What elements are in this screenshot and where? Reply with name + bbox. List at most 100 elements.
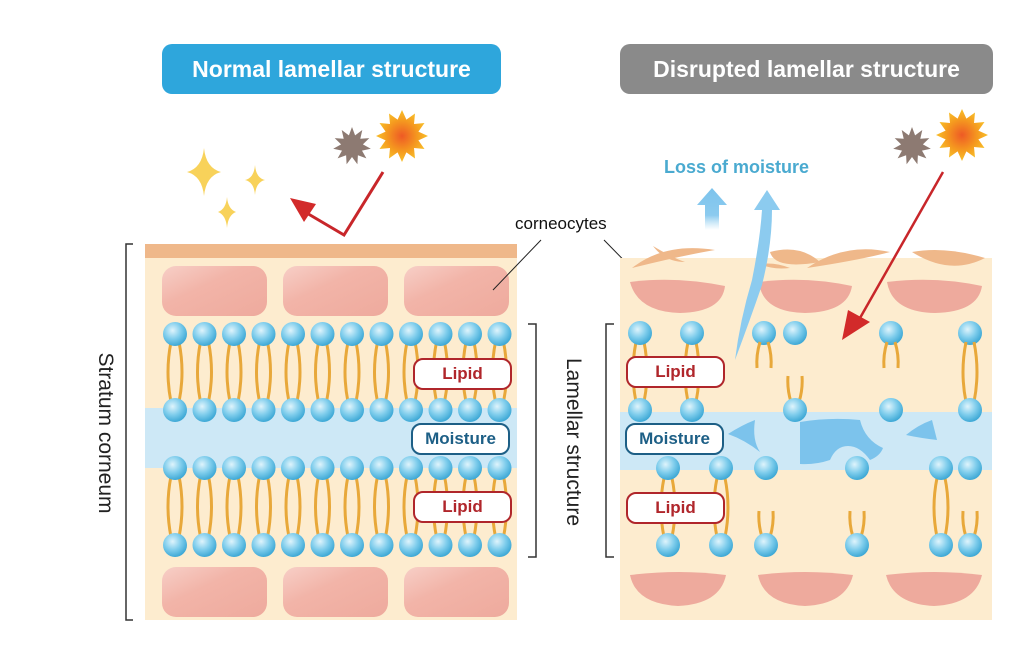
moisture-up-arrow-icon: [697, 188, 727, 230]
surface-flake: [770, 249, 820, 265]
lamellar-bracket-left: [528, 323, 537, 558]
lipid-tail: [225, 475, 232, 538]
lipid-head: [192, 456, 217, 480]
lipid-tail: [255, 475, 261, 538]
lipid-tail: [177, 341, 184, 403]
lipid-head: [958, 321, 982, 345]
lipid-head: [340, 398, 364, 422]
lipid-tail: [961, 341, 968, 403]
surface-flake: [653, 246, 685, 262]
lipid-tail: [225, 341, 232, 403]
moisture-tag: Moisture: [625, 423, 724, 455]
lipid-head: [845, 456, 869, 480]
lipid-head: [845, 533, 869, 557]
lipid-head: [487, 322, 512, 346]
lipid-head: [458, 398, 482, 422]
lipid-tail: [207, 475, 213, 538]
lipid-head: [958, 456, 982, 480]
stratum-corneum-bracket: [125, 243, 133, 621]
lipid-head: [487, 456, 512, 480]
lipid-tail: [893, 341, 900, 369]
moisture-fragment: [906, 420, 937, 440]
lipid-head: [458, 533, 482, 557]
lipid-head: [369, 398, 394, 422]
lipid-head: [458, 456, 482, 480]
lipid-head: [281, 398, 305, 422]
lipid-head: [281, 456, 305, 480]
lipid-head: [310, 533, 335, 557]
lipid-tail: [314, 341, 320, 403]
lipid-head: [192, 322, 217, 346]
lipid-head: [399, 322, 423, 346]
normal-structure-title: Normal lamellar structure: [162, 44, 501, 94]
corneocyte: [758, 572, 853, 606]
corneocyte: [630, 279, 725, 313]
lipid-tail: [196, 341, 202, 403]
lipid-tail: [295, 341, 302, 403]
corneocytes-label: corneocytes: [515, 214, 607, 233]
corneocyte: [630, 572, 726, 606]
lipid-head: [754, 533, 778, 557]
lipid-head: [879, 321, 903, 345]
lipid-tail: [882, 341, 889, 369]
lipid-tail: [384, 475, 390, 538]
lipid-tail: [295, 475, 302, 538]
lipid-head: [399, 456, 423, 480]
lipid-head: [163, 398, 187, 422]
lipid-head: [369, 456, 394, 480]
normal-skin-panel: [145, 244, 517, 620]
lipid-head: [251, 533, 276, 557]
lipid-head: [752, 321, 776, 345]
penetrate-arrow-icon: [842, 171, 945, 340]
lipid-head: [958, 533, 982, 557]
lipid-head: [340, 322, 364, 346]
sun-icon: [936, 109, 988, 161]
lipid-head: [340, 533, 364, 557]
lipid-head: [709, 533, 733, 557]
moisture-fragment: [728, 420, 760, 452]
normal-lipid-bilayers: [163, 322, 512, 557]
lipid-head: [369, 322, 394, 346]
corneocyte: [283, 567, 388, 617]
lipid-tail: [196, 475, 202, 538]
moisture-fragment: [800, 418, 883, 465]
corneocyte: [404, 567, 509, 617]
lipid-head: [656, 533, 680, 557]
lipid-head: [680, 321, 704, 345]
lipid-head: [487, 533, 512, 557]
surface-flake: [912, 250, 985, 266]
lipid-tag: Lipid: [626, 356, 725, 388]
lipid-head: [399, 533, 423, 557]
lipid-head: [192, 398, 217, 422]
lipid-tail: [943, 477, 950, 538]
lipid-head: [163, 322, 187, 346]
dark-particle-icon: [333, 127, 371, 165]
lipid-head: [428, 456, 453, 480]
stratum-corneum-label: Stratum corneum: [94, 352, 117, 514]
lipid-head: [192, 533, 217, 557]
lipid-tail: [166, 341, 173, 403]
disrupted-skin-panel: [620, 188, 992, 620]
corneocyte: [283, 266, 388, 316]
lipid-tail: [354, 475, 361, 538]
lipid-tail: [402, 341, 409, 403]
surface-flake: [760, 263, 790, 269]
corneocyte: [162, 567, 267, 617]
lipid-head: [163, 533, 187, 557]
lipid-head: [656, 456, 680, 480]
lipid-head: [428, 322, 453, 346]
corneocyte: [759, 279, 852, 313]
moisture-up-arrow-icon: [735, 190, 780, 360]
lipid-head: [428, 398, 453, 422]
lipid-head: [879, 398, 903, 422]
lamellar-bracket-right: [605, 323, 614, 558]
lipid-tail: [166, 475, 173, 538]
corneocyte: [887, 279, 982, 313]
lipid-tail: [325, 475, 331, 538]
lipid-head: [628, 321, 652, 345]
lipid-tail: [932, 477, 939, 538]
lipid-head: [281, 533, 305, 557]
lipid-head: [754, 456, 778, 480]
lipid-tail: [373, 341, 379, 403]
lipid-tail: [236, 475, 243, 538]
